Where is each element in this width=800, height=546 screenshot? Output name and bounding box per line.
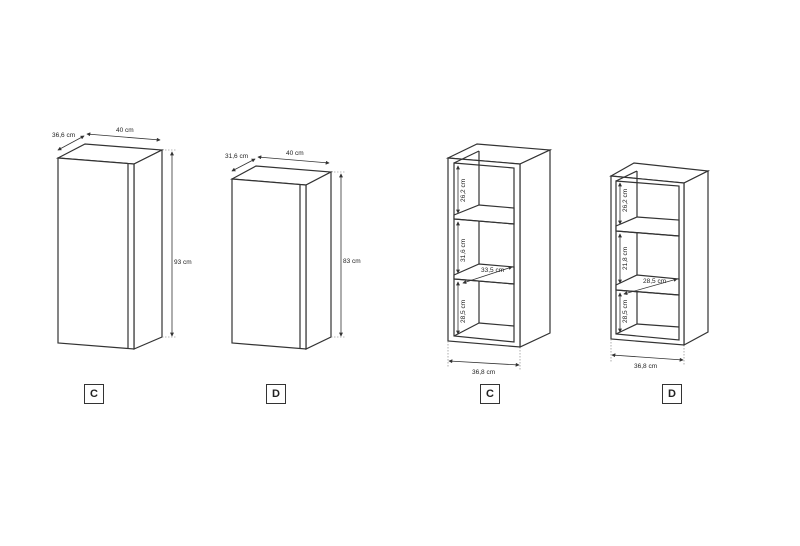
c-height-label: 93 cm bbox=[174, 259, 192, 266]
d-shelf-height-3: 28,5 cm bbox=[622, 300, 629, 323]
d-depth-label: 31,6 cm bbox=[225, 153, 248, 160]
d-shelf-height-2: 21,8 cm bbox=[622, 247, 629, 270]
d-height-label: 83 cm bbox=[343, 258, 361, 265]
d-bottom-width: 36,8 cm bbox=[634, 363, 657, 370]
cabinet-d-open-dimensions: 26,2 cm 21,8 cm 28,5 cm 28,5 cm 36,8 cm bbox=[610, 182, 685, 370]
d-width-label: 40 cm bbox=[286, 150, 304, 157]
c-width-label: 40 cm bbox=[116, 127, 134, 134]
cabinet-d-closed bbox=[229, 165, 334, 350]
tag-c-open: C bbox=[480, 384, 500, 404]
cabinet-c-closed bbox=[55, 143, 165, 350]
c-inner-width: 33,5 cm bbox=[481, 267, 504, 274]
c-depth-label: 36,6 cm bbox=[52, 132, 75, 139]
c-shelf-height-1: 26,2 cm bbox=[460, 179, 467, 202]
tag-c-closed: C bbox=[84, 384, 104, 404]
tag-d-closed: D bbox=[266, 384, 286, 404]
tag-d-open: D bbox=[662, 384, 682, 404]
c-bottom-width: 36,8 cm bbox=[472, 369, 495, 376]
cabinet-d-closed-dimensions: 40 cm 31,6 cm 83 cm bbox=[225, 150, 361, 338]
c-shelf-height-3: 28,5 cm bbox=[460, 300, 467, 323]
cabinet-d-open bbox=[609, 162, 711, 347]
cabinet-c-open-dimensions: 26,2 cm 31,6 cm 28,5 cm 33,5 cm 36,8 cm bbox=[447, 165, 521, 376]
c-shelf-height-2: 31,6 cm bbox=[460, 239, 467, 262]
cabinet-c-open bbox=[445, 143, 553, 348]
d-inner-width: 28,5 cm bbox=[643, 278, 666, 285]
d-shelf-height-1: 26,2 cm bbox=[622, 189, 629, 212]
cabinet-c-closed-dimensions: 40 cm 36,6 cm 93 cm bbox=[52, 127, 192, 338]
